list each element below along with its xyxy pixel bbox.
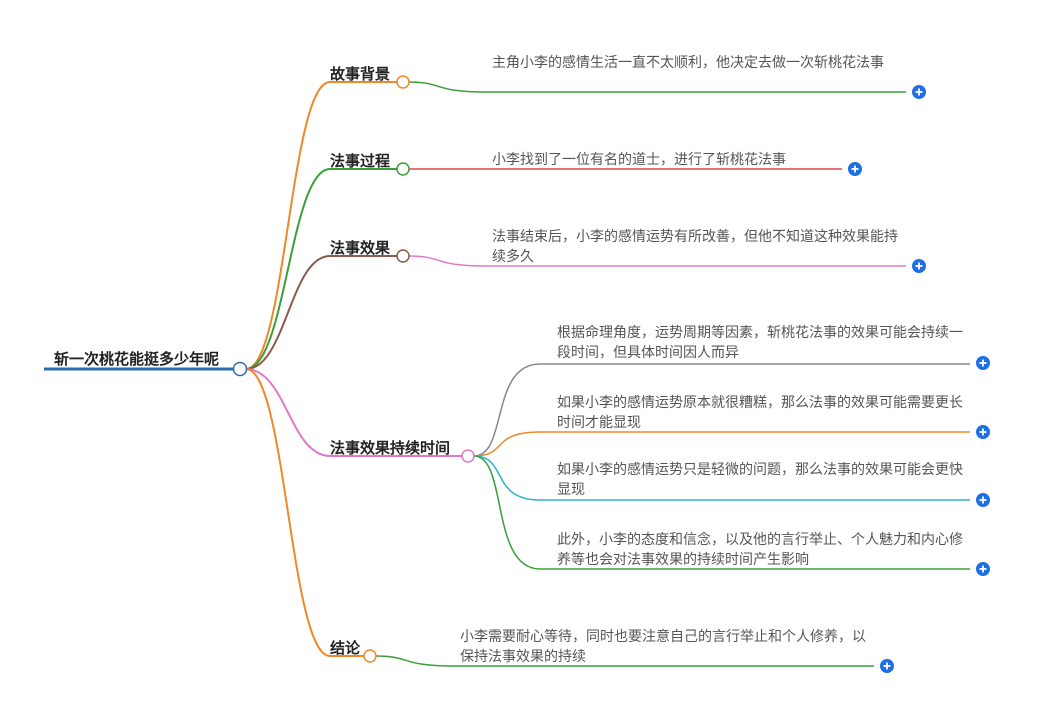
leaf-topic[interactable]: 根据命理角度，运势周期等因素，斩桃花法事的效果可能会持续一段时间，但具体时间因人… <box>557 325 963 361</box>
circle-node-icon[interactable] <box>396 249 410 263</box>
branch-topic[interactable]: 法事效果 <box>330 239 391 257</box>
circle-node-icon[interactable] <box>232 361 248 377</box>
branch-topic[interactable]: 结论 <box>330 639 361 657</box>
root-topic[interactable]: 斩一次桃花能挺多少年呢 <box>54 350 220 368</box>
branch-connector <box>245 168 397 370</box>
leaf-topic[interactable]: 如果小李的感情运势原本就很糟糕，那么法事的效果可能需要更长时间才能显现 <box>557 395 963 431</box>
leaf-connector <box>408 255 906 267</box>
branch-connector <box>245 255 397 370</box>
leaf-topic[interactable]: 此外，小李的态度和信念，以及他的言行举止、个人魅力和内心修养等也会对法事效果的持… <box>557 532 963 568</box>
leaf-topic[interactable]: 主角小李的感情生活一直不太顺利，他决定去做一次斩桃花法事 <box>492 55 884 71</box>
branch-connector <box>245 81 397 370</box>
circle-node-icon[interactable] <box>363 649 377 663</box>
circle-node-icon[interactable] <box>396 162 410 176</box>
circle-node-icon[interactable] <box>396 75 410 89</box>
leaf-connector <box>473 455 970 501</box>
leaf-topic[interactable]: 小李需要耐心等待，同时也要注意自己的言行举止和个人修养，以保持法事效果的持续 <box>460 629 866 665</box>
branch-connector <box>245 368 364 657</box>
branch-topic[interactable]: 故事背景 <box>330 65 391 83</box>
leaf-connector <box>408 81 906 93</box>
branch-topic[interactable]: 法事效果持续时间 <box>330 439 451 457</box>
leaf-connector <box>375 655 874 667</box>
leaf-topic[interactable]: 如果小李的感情运势只是轻微的问题，那么法事的效果可能会更快显现 <box>557 462 963 498</box>
leaf-connector <box>473 455 970 570</box>
leaf-topic[interactable]: 小李找到了一位有名的道士，进行了斩桃花法事 <box>492 152 786 168</box>
leaf-connector <box>473 431 970 457</box>
leaf-topic[interactable]: 法事结束后，小李的感情运势有所改善，但他不知道这种效果能持续多久 <box>492 229 898 265</box>
circle-node-icon[interactable] <box>461 449 475 463</box>
branch-connector <box>245 368 462 457</box>
branch-topic[interactable]: 法事过程 <box>330 152 391 170</box>
leaf-connector <box>473 363 970 457</box>
